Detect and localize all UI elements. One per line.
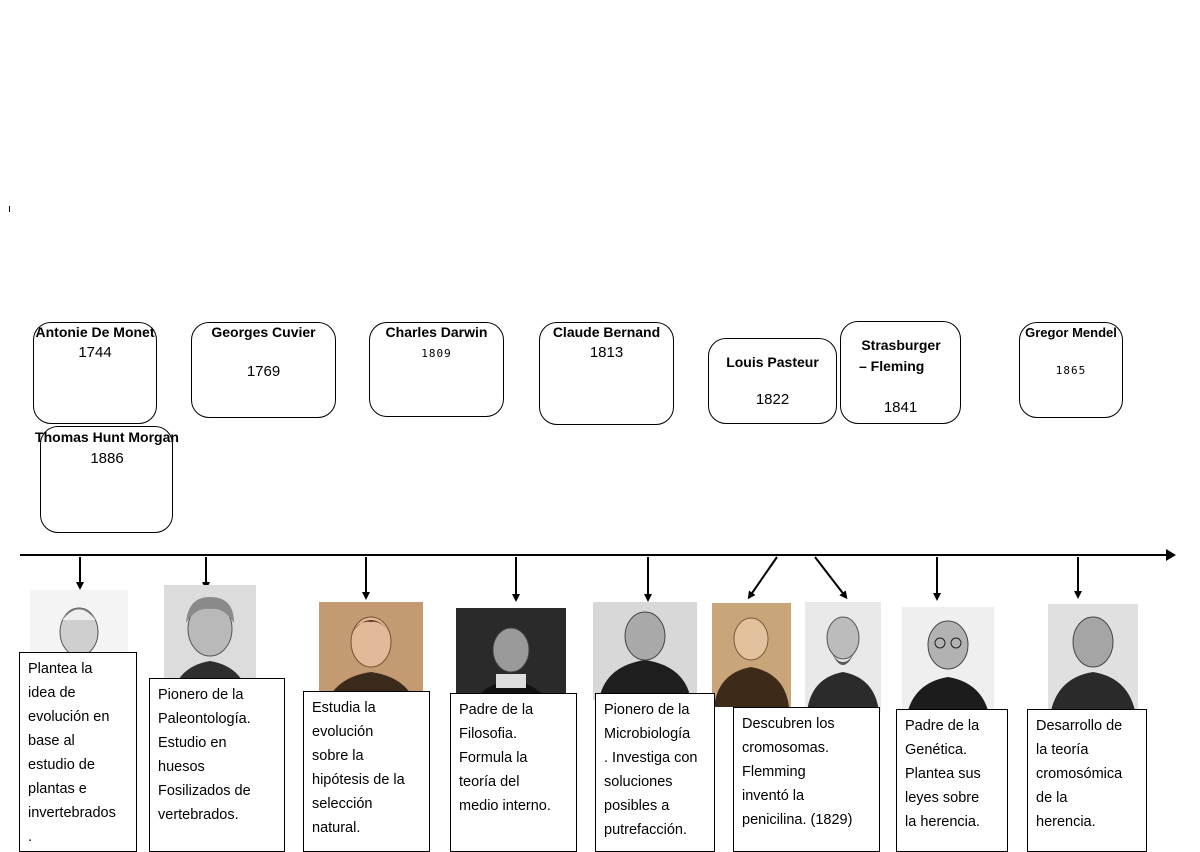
name-mendel: Gregor Mendel: [1025, 325, 1117, 340]
year-darwin: 1809: [421, 347, 452, 360]
portrait-pasteur: [593, 602, 697, 700]
portrait-mendel: [902, 607, 994, 719]
box-pasteur: [708, 338, 837, 424]
name-bernand: Claude Bernand: [552, 324, 661, 340]
year-strasburger: 1841: [883, 399, 918, 416]
box-morgan: [40, 426, 173, 533]
description-mendel: Padre de la Genética. Plantea sus leyes …: [896, 709, 1008, 852]
name-darwin: Charles Darwin: [385, 324, 488, 340]
name-pasteur: Louis Pasteur: [726, 354, 819, 370]
box-cuvier: [191, 322, 336, 418]
box-darwin: [369, 322, 504, 417]
year-mendel: 1865: [1055, 364, 1087, 377]
year-bernand: 1813: [589, 344, 624, 361]
description-pasteur: Pionero de la Microbiología . Investiga …: [595, 693, 715, 852]
portrait-morgan: [1048, 604, 1138, 716]
description-strasburger-fleming: Descubren los cromosomas. Flemming inven…: [733, 707, 880, 852]
description-morgan: Desarrollo de la teoría cromosómica de l…: [1027, 709, 1147, 852]
portrait-strasburger: [712, 603, 791, 707]
description-darwin: Estudia la evolución sobre la hipótesis …: [303, 691, 430, 852]
name-cuvier: Georges Cuvier: [211, 324, 316, 340]
box-bernand: [539, 322, 674, 425]
description-de-monet: Plantea la idea de evolución en base al …: [19, 652, 137, 852]
year-cuvier: 1769: [246, 363, 281, 380]
arrow-7: [814, 556, 848, 600]
stray-mark: [9, 206, 10, 212]
name-strasburger-2: – Fleming: [859, 358, 925, 374]
name-strasburger-1: Strasburger: [861, 337, 941, 353]
box-de-monet: [33, 322, 157, 424]
year-pasteur: 1822: [755, 391, 790, 408]
name-de-monet: Antonie De Monet: [35, 324, 155, 340]
name-morgan: Thomas Hunt Morgan: [35, 429, 179, 445]
year-de-monet: 1744: [78, 344, 112, 361]
box-strasburger: [840, 321, 961, 424]
portrait-fleming: [805, 602, 881, 712]
year-morgan: 1886: [90, 450, 124, 467]
arrow-6: [747, 556, 778, 600]
description-cuvier: Pionero de la Paleontología. Estudio en …: [149, 678, 285, 852]
description-bernand: Padre de la Filosofia. Formula la teoría…: [450, 693, 577, 852]
timeline-arrowhead: [1166, 549, 1176, 561]
box-mendel: [1019, 322, 1123, 418]
